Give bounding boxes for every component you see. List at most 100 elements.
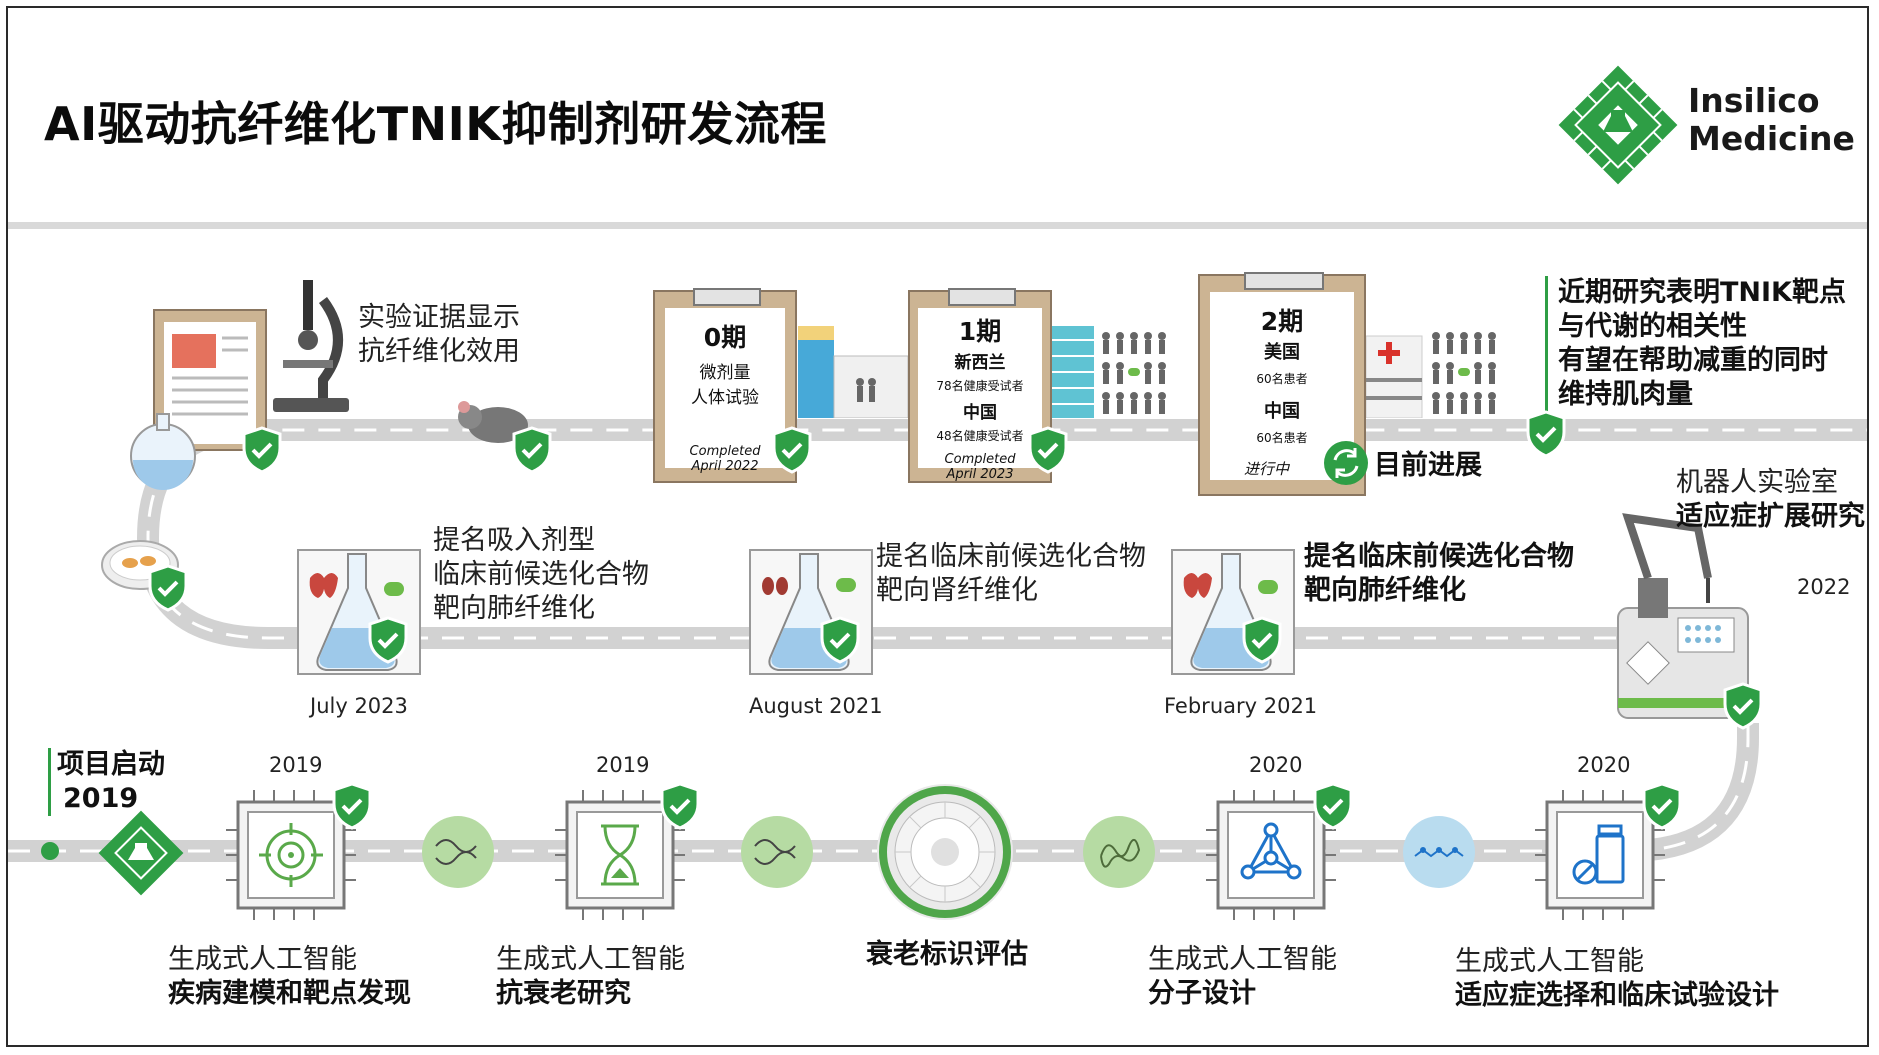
inhaled-line1: 提名吸入剂型 bbox=[433, 525, 595, 556]
insilico-logo-icon bbox=[1558, 65, 1678, 185]
inhaled-line2: 临床前候选化合物 bbox=[433, 559, 649, 590]
phase2-sub1: 60名患者 bbox=[1256, 372, 1308, 386]
lung-caption: 提名临床前候选化合物 靶向肺纤维化 bbox=[1304, 540, 1574, 608]
research-line3: 有望在帮助减重的同时 bbox=[1558, 345, 1828, 376]
step5-year: 2020 bbox=[1577, 753, 1631, 777]
phase1-status1: Completed bbox=[944, 452, 1016, 467]
check-shield-icon bbox=[148, 564, 188, 612]
check-shield-icon bbox=[820, 616, 860, 664]
slide-frame: AI驱动抗纤维化TNIK抑制剂研发流程 Insilico Medicine bbox=[6, 6, 1869, 1047]
phase1-country1: 新西兰 bbox=[954, 353, 1006, 373]
evidence-line1: 实验证据显示 bbox=[358, 302, 520, 333]
dna-icon-2 bbox=[741, 816, 813, 888]
brand-name: Insilico Medicine bbox=[1688, 82, 1855, 158]
project-start-label: 项目启动 bbox=[57, 749, 165, 780]
robot-lab-line2: 适应症扩展研究 bbox=[1676, 501, 1865, 532]
date-july-2023: July 2023 bbox=[310, 694, 408, 718]
phase2-sub2: 60名患者 bbox=[1256, 431, 1308, 445]
research-line1: 近期研究表明TNIK靶点 bbox=[1558, 277, 1846, 308]
phase0-title: 0期 bbox=[703, 323, 747, 352]
step4-year: 2020 bbox=[1249, 753, 1303, 777]
robot-lab-icon bbox=[1617, 513, 1749, 719]
step2-line2: 抗衰老研究 bbox=[496, 978, 631, 1009]
step1-line1: 生成式人工智能 bbox=[168, 944, 357, 975]
phase2-title: 2期 bbox=[1260, 307, 1304, 336]
research-note: 近期研究表明TNIK靶点 与代谢的相关性 有望在帮助减重的同时 维持肌肉量 bbox=[1545, 276, 1846, 412]
protein-icon bbox=[1083, 816, 1155, 888]
phase1-clipboard: 1期 新西兰 78名健康受试者 中国 48名健康受试者 Completed Ap… bbox=[908, 288, 1052, 483]
step4-caption: 生成式人工智能 分子设计 bbox=[1148, 943, 1337, 1011]
dna-icon bbox=[422, 816, 494, 888]
page-title: AI驱动抗纤维化TNIK抑制剂研发流程 bbox=[44, 97, 827, 151]
check-shield-icon bbox=[1313, 782, 1353, 830]
step2-caption: 生成式人工智能 抗衰老研究 bbox=[496, 943, 685, 1011]
step-molecule bbox=[1206, 790, 1336, 920]
robot-lab-line1: 机器人实验室 bbox=[1676, 467, 1838, 498]
phase0-line1: 微剂量 bbox=[699, 363, 751, 383]
research-line4: 维持肌肉量 bbox=[1558, 379, 1693, 410]
check-shield-icon bbox=[1642, 782, 1682, 830]
phase1-country2: 中国 bbox=[963, 403, 997, 423]
step5-line2: 适应症选择和临床试验设计 bbox=[1455, 980, 1779, 1011]
step2-line1: 生成式人工智能 bbox=[496, 944, 685, 975]
step1-caption: 生成式人工智能 疾病建模和靶点发现 bbox=[168, 943, 411, 1011]
date-august-2021: August 2021 bbox=[749, 694, 883, 718]
check-shield-icon bbox=[332, 782, 372, 830]
lung-line1: 提名临床前候选化合物 bbox=[1304, 541, 1574, 572]
step5-caption: 生成式人工智能 适应症选择和临床试验设计 bbox=[1455, 945, 1779, 1013]
check-shield-icon bbox=[1723, 682, 1763, 730]
phase2-country2: 中国 bbox=[1264, 401, 1300, 422]
phase2-clipboard: 2期 美国 60名患者 中国 60名患者 进行中 bbox=[1198, 272, 1366, 496]
chip-logo-icon bbox=[98, 810, 184, 896]
inhaled-caption: 提名吸入剂型 临床前候选化合物 靶向肺纤维化 bbox=[433, 524, 649, 626]
brand-line1: Insilico bbox=[1688, 81, 1820, 120]
kidney-line2: 靶向肾纤维化 bbox=[876, 575, 1038, 606]
robot-lab-year: 2022 bbox=[1797, 575, 1851, 599]
project-start: 项目启动 2019 bbox=[48, 748, 165, 816]
step3-caption: 衰老标识评估 bbox=[866, 939, 1028, 970]
step2-year: 2019 bbox=[596, 753, 650, 777]
robot-lab-caption: 机器人实验室 适应症扩展研究 bbox=[1676, 466, 1865, 534]
phase0-status2: April 2022 bbox=[691, 459, 759, 474]
check-shield-icon bbox=[1242, 616, 1282, 664]
check-shield-icon bbox=[772, 426, 812, 474]
phase1-status2: April 2023 bbox=[946, 467, 1014, 482]
step4-line1: 生成式人工智能 bbox=[1148, 944, 1337, 975]
header-separator bbox=[8, 222, 1867, 229]
step4-line2: 分子设计 bbox=[1148, 978, 1256, 1009]
report-clipboard-icon bbox=[153, 309, 267, 451]
step-target bbox=[226, 790, 356, 920]
phase2-status: 进行中 bbox=[1244, 460, 1290, 478]
hospital-people-icon bbox=[1366, 332, 1496, 418]
step5-line1: 生成式人工智能 bbox=[1455, 946, 1644, 977]
brand-line2: Medicine bbox=[1688, 119, 1855, 158]
in-progress-icon bbox=[1324, 441, 1368, 485]
check-shield-icon bbox=[1526, 410, 1566, 458]
aging-wheel-icon bbox=[877, 784, 1013, 920]
phase1-sub1: 78名健康受试者 bbox=[936, 379, 1024, 393]
phase2-country1: 美国 bbox=[1264, 342, 1300, 363]
round-flask-icon bbox=[130, 413, 196, 490]
kidney-caption: 提名临床前候选化合物 靶向肾纤维化 bbox=[876, 540, 1146, 608]
phase1-sub2: 48名健康受试者 bbox=[936, 429, 1024, 443]
date-february-2021: February 2021 bbox=[1164, 694, 1318, 718]
check-shield-icon bbox=[660, 782, 700, 830]
microscope-icon bbox=[273, 280, 349, 412]
check-shield-icon bbox=[242, 426, 282, 474]
lung-line2: 靶向肺纤维化 bbox=[1304, 575, 1466, 606]
compound-icon bbox=[1403, 816, 1475, 888]
step-hourglass bbox=[555, 790, 685, 920]
phase0-status1: Completed bbox=[689, 444, 761, 459]
building-icon bbox=[798, 326, 908, 418]
phase1-title: 1期 bbox=[958, 317, 1002, 346]
step1-line2: 疾病建模和靶点发现 bbox=[168, 978, 411, 1009]
people-building-icon bbox=[1052, 326, 1166, 418]
evidence-caption: 实验证据显示 抗纤维化效用 bbox=[358, 301, 520, 369]
check-shield-icon bbox=[512, 426, 552, 474]
inhaled-line3: 靶向肺纤维化 bbox=[433, 593, 595, 624]
phase0-line2: 人体试验 bbox=[691, 388, 759, 408]
start-dot bbox=[41, 842, 59, 860]
check-shield-icon bbox=[1028, 426, 1068, 474]
evidence-line2: 抗纤维化效用 bbox=[358, 336, 520, 367]
kidney-line1: 提名临床前候选化合物 bbox=[876, 541, 1146, 572]
